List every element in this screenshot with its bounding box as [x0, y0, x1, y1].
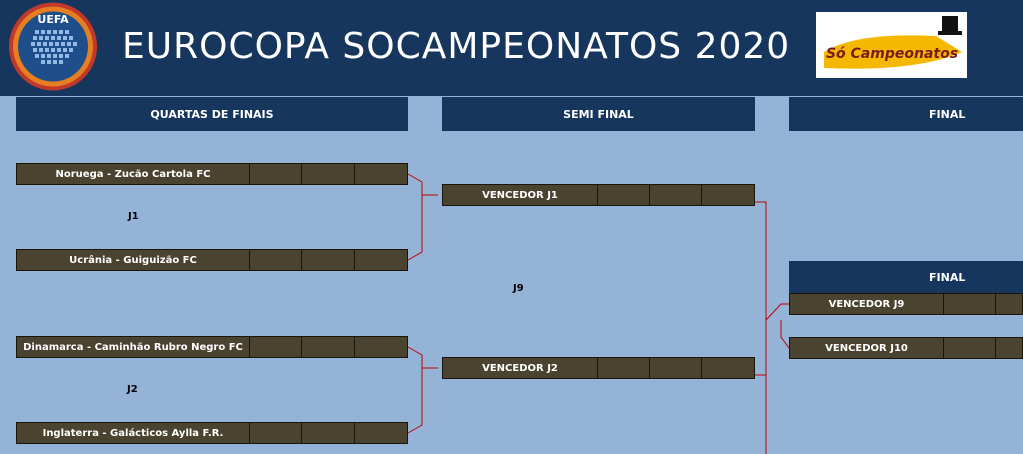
score-cell[interactable] — [355, 423, 407, 443]
connector-semi — [755, 201, 767, 454]
score-cell[interactable] — [650, 185, 702, 205]
sponsor-logo-text: Só Campeonatos — [826, 46, 958, 62]
connector-final — [765, 303, 790, 349]
score-cell[interactable] — [702, 185, 754, 205]
score-cell[interactable] — [598, 358, 650, 378]
score-cell[interactable] — [302, 423, 355, 443]
uefa-logo-text: UEFA — [37, 13, 69, 26]
game-label-j1: J1 — [128, 211, 139, 222]
team-name: Inglaterra - Galácticos Aylla F.R. — [17, 423, 250, 443]
final-row[interactable]: VENCEDOR J10 — [789, 337, 1023, 359]
score-cell[interactable] — [702, 358, 754, 378]
score-cell[interactable] — [250, 250, 303, 270]
score-cell[interactable] — [996, 294, 1022, 314]
team-name: VENCEDOR J2 — [443, 358, 598, 378]
column-header-quarters: QUARTAS DE FINAIS — [16, 97, 408, 131]
quarter-row[interactable]: Noruega - Zucão Cartola FC — [16, 163, 408, 185]
quarter-row[interactable]: Dinamarca - Caminhão Rubro Negro FC — [16, 336, 408, 358]
team-name: VENCEDOR J9 — [790, 294, 944, 314]
score-cell[interactable] — [355, 337, 407, 357]
score-cell[interactable] — [598, 185, 650, 205]
team-name: Ucrânia - Guiguizão FC — [17, 250, 250, 270]
sponsor-logo: Só Campeonatos — [816, 12, 967, 78]
game-label-j2: J2 — [127, 384, 138, 395]
score-cell[interactable] — [250, 423, 303, 443]
team-name: Dinamarca - Caminhão Rubro Negro FC — [17, 337, 250, 357]
score-cell[interactable] — [302, 250, 355, 270]
game-label-j9: J9 — [513, 283, 524, 294]
team-name: VENCEDOR J1 — [443, 185, 598, 205]
semi-row[interactable]: VENCEDOR J2 — [442, 357, 755, 379]
team-name: Noruega - Zucão Cartola FC — [17, 164, 250, 184]
page-header: UEFA EUROCOPA SOCAMPEONATOS 2020 Só Camp… — [0, 0, 1023, 96]
score-cell[interactable] — [302, 164, 355, 184]
score-cell[interactable] — [250, 164, 303, 184]
semi-row[interactable]: VENCEDOR J1 — [442, 184, 755, 206]
score-cell[interactable] — [944, 338, 996, 358]
quarter-row[interactable]: Ucrânia - Guiguizão FC — [16, 249, 408, 271]
score-cell[interactable] — [355, 250, 407, 270]
score-cell[interactable] — [250, 337, 303, 357]
score-cell[interactable] — [944, 294, 996, 314]
score-cell[interactable] — [355, 164, 407, 184]
final-box-header: FINAL — [789, 261, 1023, 293]
connector-j2 — [407, 346, 438, 434]
quarter-row[interactable]: Inglaterra - Galácticos Aylla F.R. — [16, 422, 408, 444]
final-row[interactable]: VENCEDOR J9 — [789, 293, 1023, 315]
score-cell[interactable] — [650, 358, 702, 378]
score-cell[interactable] — [996, 338, 1022, 358]
connector-j1 — [407, 173, 438, 261]
column-header-semi: SEMI FINAL — [442, 97, 755, 131]
column-header-final: FINAL — [789, 97, 1023, 131]
team-name: VENCEDOR J10 — [790, 338, 944, 358]
uefa-logo: UEFA — [9, 2, 97, 91]
score-cell[interactable] — [302, 337, 355, 357]
page-title: EUROCOPA SOCAMPEONATOS 2020 — [122, 26, 791, 67]
